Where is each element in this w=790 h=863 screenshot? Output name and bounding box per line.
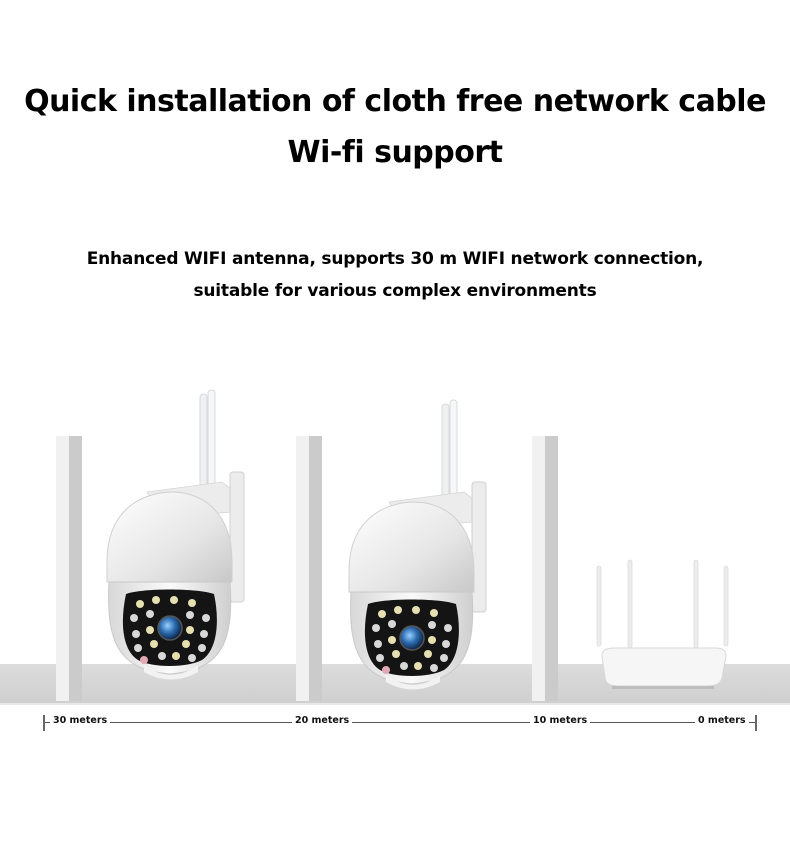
camera-near (348, 399, 487, 691)
marker-30m: 30 meters (50, 715, 111, 726)
headline-line-2: Wi-fi support (287, 135, 503, 170)
wall-2 (296, 436, 322, 701)
scale-line (44, 722, 756, 723)
marker-10m: 10 meters (530, 715, 591, 726)
distance-scale: 30 meters 20 meters 10 meters 0 meters (0, 712, 790, 732)
subheadline-line-2: suitable for various complex environment… (193, 281, 597, 301)
camera-far (106, 389, 245, 681)
wall-1 (56, 436, 82, 701)
headline-line-1: Quick installation of cloth free network… (24, 84, 766, 119)
wall-3 (532, 436, 558, 701)
subheadline-line-1: Enhanced WIFI antenna, supports 30 m WIF… (86, 249, 704, 269)
marker-0m: 0 meters (695, 715, 749, 726)
scale-tick-end (755, 715, 757, 731)
floor-edge (0, 703, 790, 705)
marker-20m: 20 meters (292, 715, 353, 726)
router (596, 559, 729, 689)
scale-tick-start (43, 715, 45, 731)
